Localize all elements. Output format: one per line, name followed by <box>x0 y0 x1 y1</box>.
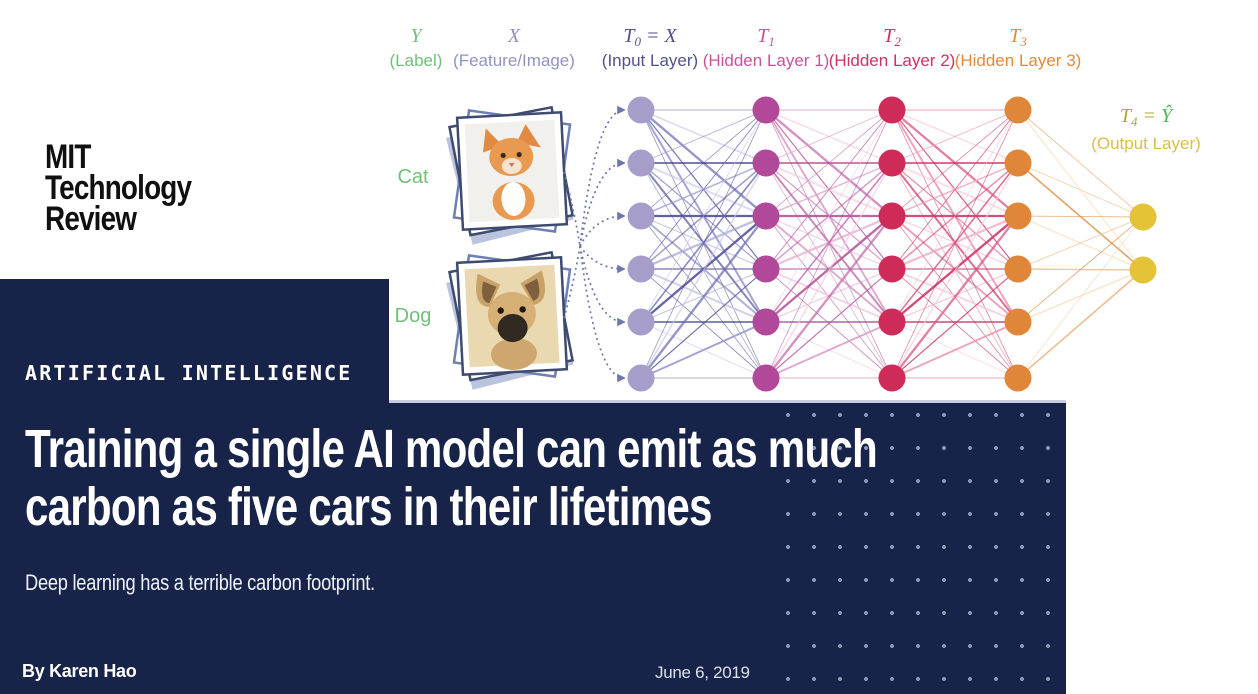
column-header-math: T3 <box>1009 25 1027 49</box>
column-header-caption: (Hidden Layer 2) <box>829 51 956 70</box>
network-node-hidden2 <box>878 364 906 392</box>
network-node-hidden3 <box>1004 364 1032 392</box>
network-node-hidden2 <box>878 96 906 124</box>
headline-line-1: Training a single AI model can emit as m… <box>25 419 878 479</box>
network-node-input <box>627 96 655 124</box>
category-panel <box>0 279 389 403</box>
network-node-hidden3 <box>1004 308 1032 336</box>
network-node-hidden3 <box>1004 202 1032 230</box>
mit-technology-review-logo[interactable]: MIT Technology Review <box>45 138 192 238</box>
column-header-caption: (Input Layer) <box>602 51 698 70</box>
column-header-math: T1 <box>757 25 775 49</box>
subtitle: Deep learning has a terrible carbon foot… <box>25 570 375 595</box>
network-node-input <box>627 202 655 230</box>
category-label[interactable]: ARTIFICIAL INTELLIGENCE <box>25 361 353 385</box>
input-arrows <box>563 105 626 383</box>
column-header-caption: (Hidden Layer 3) <box>955 51 1082 70</box>
network-node-hidden3 <box>1004 149 1032 177</box>
network-node-hidden1 <box>752 255 780 283</box>
network-node-hidden1 <box>752 149 780 177</box>
neural-network-diagram: Y (Label) X (Feature/Image) T0 = X (Input Lay… <box>390 25 1201 392</box>
network-node-input <box>627 149 655 177</box>
publish-date: June 6, 2019 <box>655 663 750 682</box>
network-node-hidden1 <box>752 308 780 336</box>
banner-top-rule <box>389 400 1066 403</box>
network-node-hidden1 <box>752 96 780 124</box>
network-node-hidden3 <box>1004 96 1032 124</box>
network-node-input <box>627 364 655 392</box>
logo-line: Review <box>45 200 137 238</box>
output-label-caption: (Output Layer) <box>1091 134 1201 153</box>
dog-photo <box>446 250 575 390</box>
column-header-caption: (Label) <box>390 51 443 70</box>
network-node-output <box>1129 256 1157 284</box>
network-node-input <box>627 255 655 283</box>
byline[interactable]: By Karen Hao <box>22 661 137 681</box>
network-node-input <box>627 308 655 336</box>
column-header-caption: (Feature/Image) <box>453 51 575 70</box>
headline-line-2: carbon as five cars in their lifetimes <box>25 477 712 537</box>
network-node-hidden1 <box>752 202 780 230</box>
column-header-caption: (Hidden Layer 1) <box>703 51 830 70</box>
logo-line: MIT <box>45 138 91 176</box>
column-header-math: T2 <box>883 25 901 49</box>
dot-pattern <box>775 402 1063 692</box>
network-node-output <box>1129 203 1157 231</box>
network-edges <box>640 109 1144 379</box>
column-header-math: T0 = X <box>623 25 677 49</box>
network-node-hidden1 <box>752 364 780 392</box>
class-label-cat: Cat <box>397 166 429 188</box>
network-node-hidden2 <box>878 255 906 283</box>
output-layer-label: T4 = Ŷ (Output Layer) <box>1091 104 1201 153</box>
logo-line: Technology <box>45 169 192 207</box>
network-node-hidden2 <box>878 149 906 177</box>
column-header-math: Y <box>410 25 423 47</box>
output-label-math: T4 = Ŷ <box>1120 104 1174 129</box>
class-label-dog: Dog <box>395 305 432 327</box>
column-header-math: X <box>507 25 521 47</box>
network-node-hidden2 <box>878 202 906 230</box>
network-node-hidden3 <box>1004 255 1032 283</box>
network-nodes <box>627 96 1157 392</box>
layer-headers: Y (Label) X (Feature/Image) T0 = X (Input Lay… <box>390 25 1082 70</box>
network-node-hidden2 <box>878 308 906 336</box>
page-title: Training a single AI model can emit as m… <box>25 419 878 537</box>
cat-photo <box>446 105 575 245</box>
